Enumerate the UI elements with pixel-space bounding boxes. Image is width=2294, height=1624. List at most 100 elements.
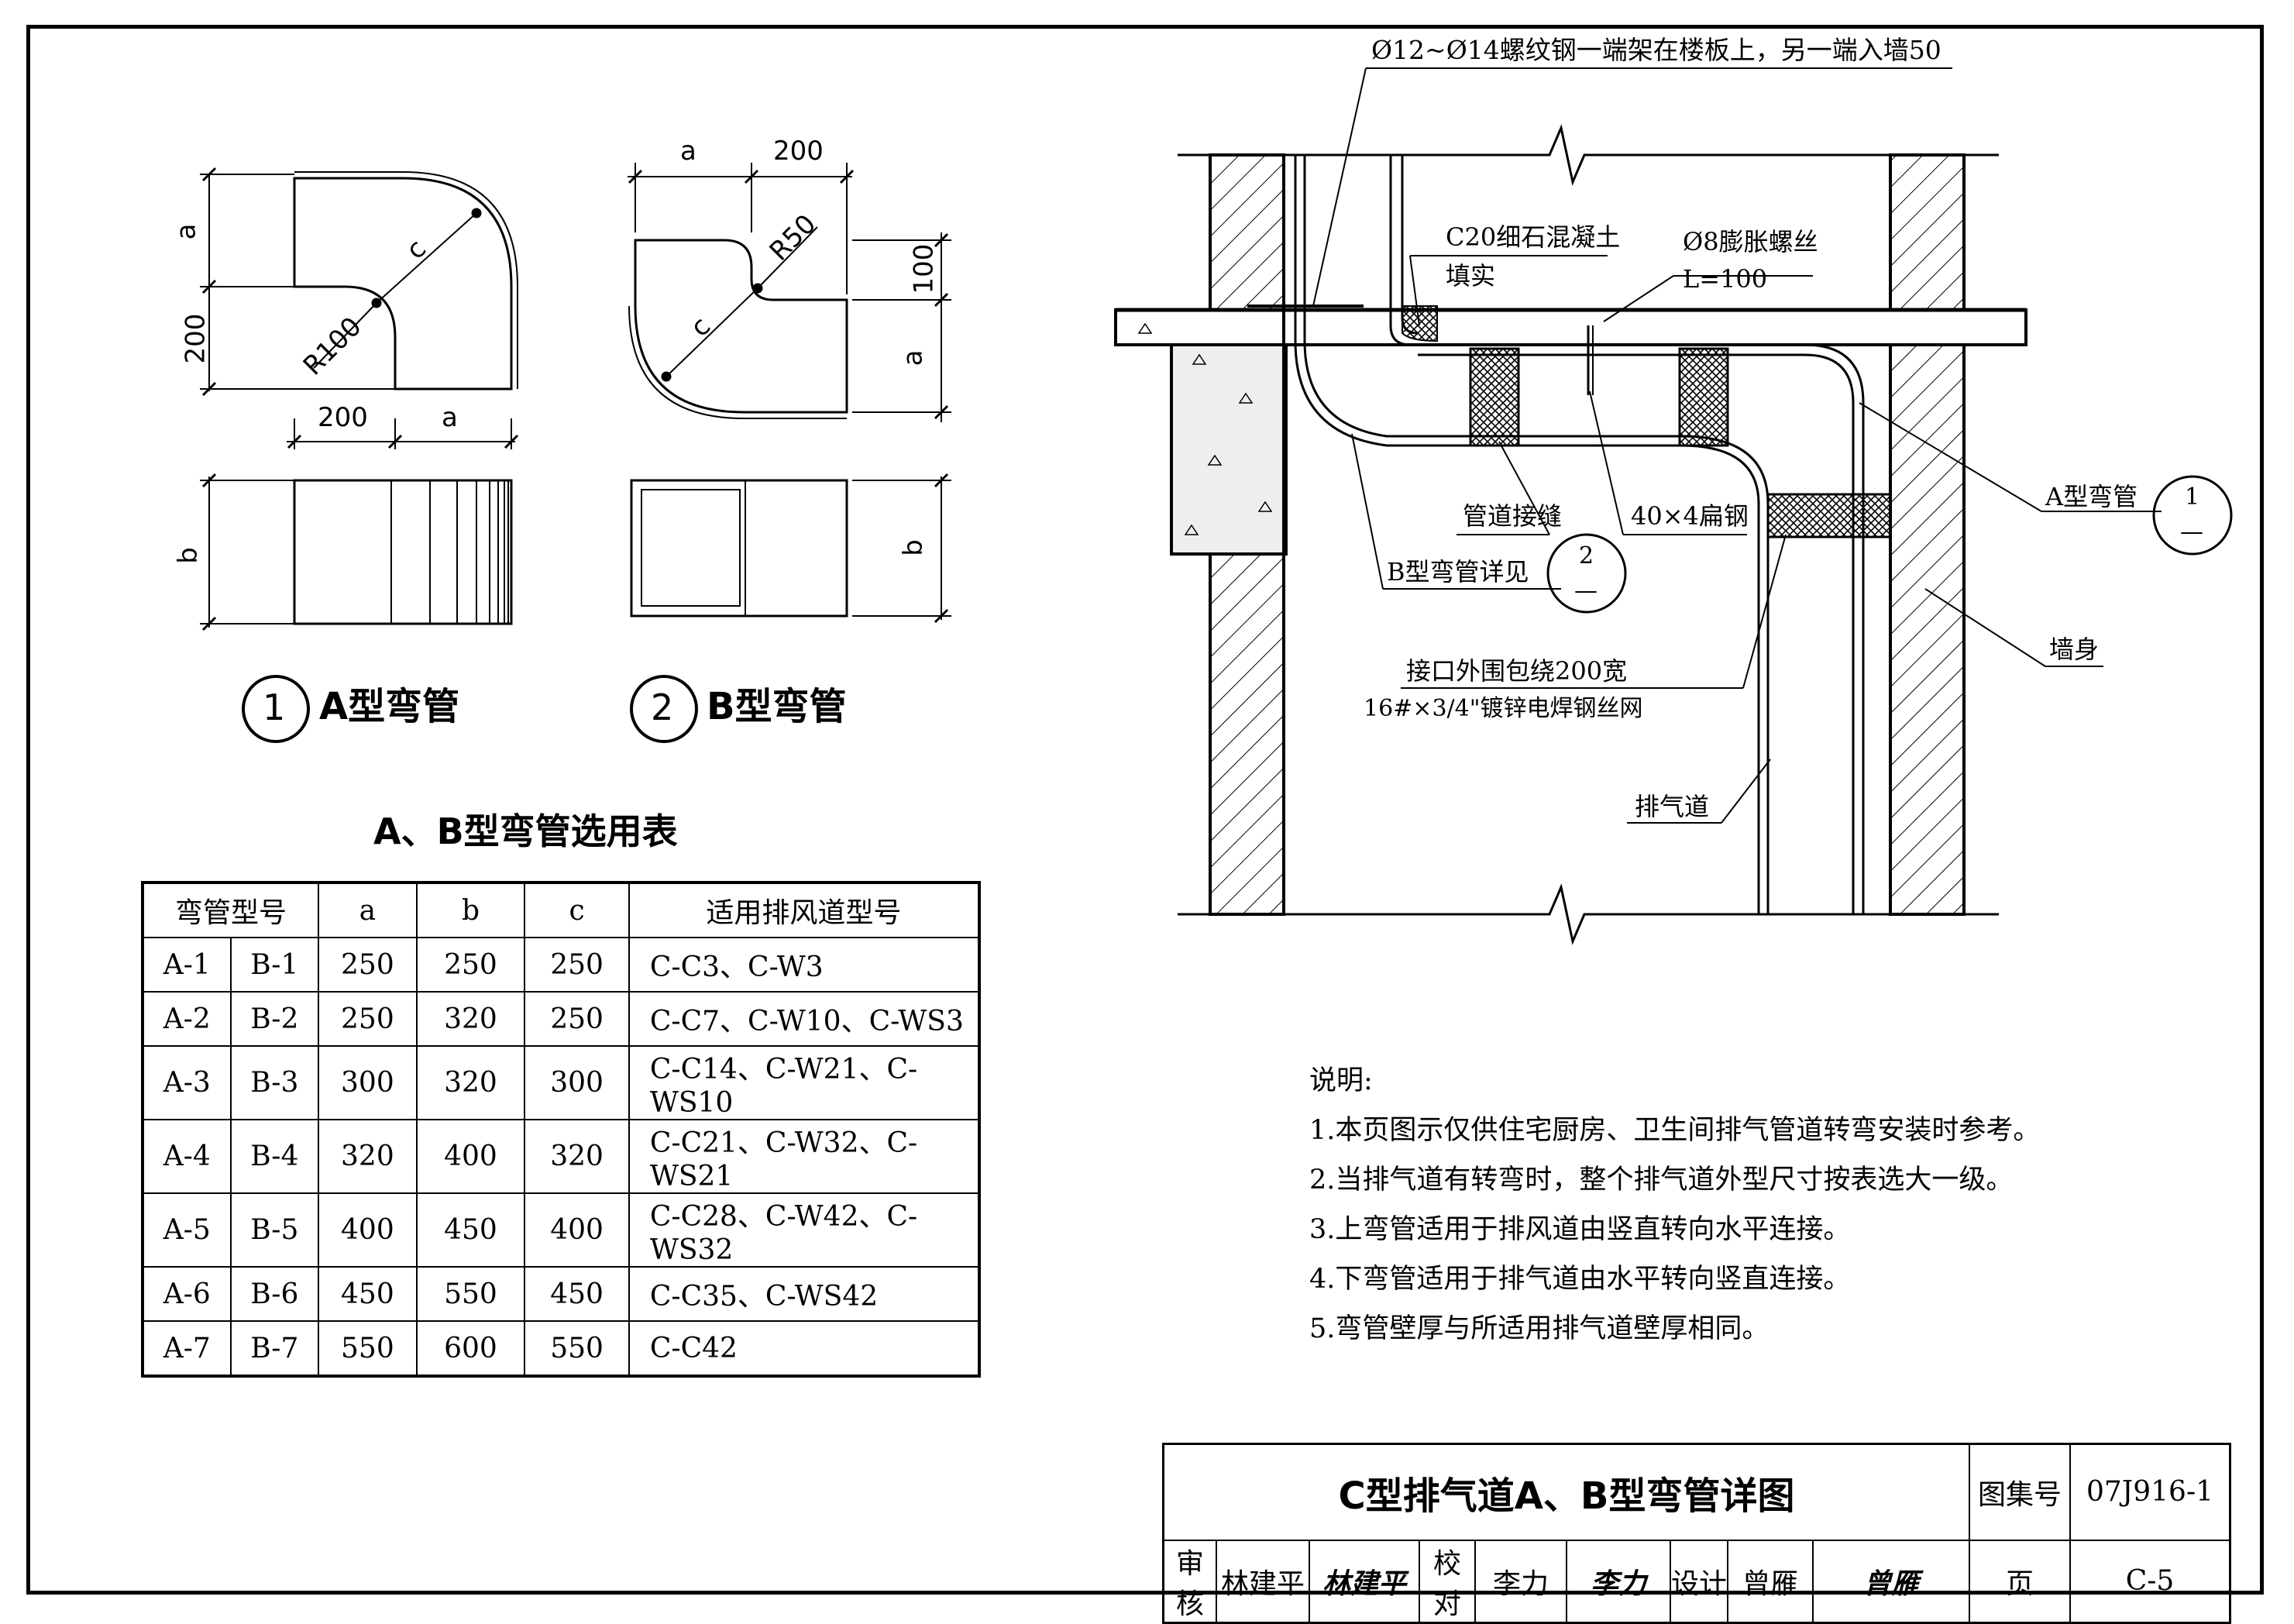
- checker-name: 李力: [1474, 1539, 1567, 1623]
- cell-c: 450: [524, 1266, 630, 1322]
- cell-c: 400: [524, 1192, 630, 1268]
- cell-c: 320: [524, 1119, 630, 1194]
- cell-a-model: A-6: [142, 1266, 232, 1322]
- rebar-note: Ø12~Ø14螺纹钢一端架在楼板上，另一端入墙50: [1371, 35, 1941, 65]
- cell-a-model: A-7: [142, 1320, 232, 1377]
- header-b: b: [415, 882, 526, 938]
- pipe-joint-label: 管道接缝: [1463, 501, 1563, 531]
- dim-b-b: b: [897, 539, 929, 556]
- detail-1-circle: [242, 675, 310, 743]
- detail-2-title: B型弯管: [707, 685, 847, 728]
- ref1-top: 1: [2185, 483, 2200, 511]
- b-bend-ref-label: B型弯管详见: [1387, 557, 1529, 587]
- reviewer-signature: 林建平: [1309, 1539, 1420, 1623]
- cell-c: 250: [524, 991, 630, 1047]
- dim-a-right-b: a: [897, 349, 929, 366]
- cell-b-model: B-5: [229, 1192, 320, 1268]
- dim-100: 100: [908, 243, 940, 294]
- cell-applicable: C-C28、C-W42、C-WS32: [628, 1192, 981, 1268]
- cell-applicable: C-C42: [628, 1320, 981, 1377]
- detail-2-circle: [630, 675, 698, 743]
- reviewer-name: 林建平: [1216, 1539, 1310, 1623]
- exhaust-duct-label: 排气道: [1635, 792, 1710, 821]
- atlas-number: 07J916-1: [2069, 1443, 2231, 1541]
- wrap-label-2: 16#×3/4"镀锌电焊钢丝网: [1364, 695, 1643, 722]
- notes-block: 说明: 1.本页图示仅供住宅厨房、卫生间排气管道转弯安装时参考。 2.当排气道有…: [1309, 1058, 2040, 1356]
- cell-a-model: A-4: [142, 1119, 232, 1194]
- cell-b-model: B-3: [229, 1045, 320, 1120]
- cell-b: 600: [415, 1320, 526, 1377]
- cell-applicable: C-C21、C-W32、C-WS21: [628, 1119, 981, 1194]
- concrete-label-1: C20细石混凝土: [1446, 222, 1621, 252]
- dim-b: b: [172, 547, 204, 564]
- note-item: 2.当排气道有转弯时，整个排气道外型尺寸按表选大一级。: [1309, 1165, 2014, 1196]
- wall-label: 墙身: [2049, 635, 2100, 664]
- note-item: 1.本页图示仅供住宅厨房、卫生间排气管道转弯安装时参考。: [1309, 1115, 2041, 1146]
- design-label: 设计: [1670, 1539, 1728, 1623]
- cell-applicable: C-C7、C-W10、C-WS3: [628, 991, 981, 1047]
- cell-a-model: A-2: [142, 991, 232, 1047]
- check-label: 校对: [1419, 1539, 1476, 1623]
- ref2-bottom: —: [1574, 577, 1598, 604]
- header-model: 弯管型号: [141, 882, 320, 938]
- page-label: 页: [1969, 1539, 2071, 1623]
- cell-a: 450: [318, 1266, 418, 1322]
- header-c: c: [524, 882, 630, 938]
- header-applicable: 适用排风道型号: [628, 882, 981, 938]
- cell-c: 250: [524, 937, 630, 993]
- cell-b: 320: [415, 991, 526, 1047]
- notes-heading: 说明:: [1309, 1065, 1373, 1096]
- detail-b-bend-elevation: [630, 473, 951, 624]
- a-bend-label: A型弯管: [2045, 482, 2138, 511]
- detail-1-number: 1: [263, 686, 286, 728]
- note-item: 4.下弯管适用于排气道由水平转向竖直连接。: [1309, 1264, 1851, 1295]
- cell-a-model: A-3: [142, 1045, 232, 1120]
- ref2-top: 2: [1579, 542, 1594, 569]
- cell-applicable: C-C35、C-WS42: [628, 1266, 981, 1322]
- table-row: A-7 B-7 550 600 550 C-C42: [142, 1320, 981, 1377]
- cell-b: 550: [415, 1266, 526, 1322]
- cell-applicable: C-C14、C-W21、C-WS10: [628, 1045, 981, 1120]
- drawing-title: C型排气道A、B型弯管详图: [1162, 1443, 1970, 1541]
- drawing-frame: [26, 25, 2264, 1595]
- dim-200-top-b: 200: [773, 136, 824, 167]
- cell-b: 250: [415, 937, 526, 993]
- header-a: a: [318, 882, 418, 938]
- dim-a-top: a: [170, 223, 202, 240]
- dim-a-top-b: a: [680, 136, 696, 167]
- cell-a: 400: [318, 1192, 418, 1268]
- detail-b-bend-plan: [628, 163, 951, 422]
- cell-a: 250: [318, 937, 418, 993]
- cell-a-model: A-1: [142, 937, 232, 993]
- table-row: A-1 B-1 250 250 250 C-C3、C-W3: [142, 937, 981, 993]
- detail-a-bend-elevation: [200, 473, 513, 631]
- cell-b: 320: [415, 1045, 526, 1120]
- cell-a: 550: [318, 1320, 418, 1377]
- review-label: 审核: [1162, 1539, 1217, 1623]
- detail-a-bend-plan: [200, 167, 519, 449]
- cell-b-model: B-4: [229, 1119, 320, 1194]
- table-row: A-5 B-5 400 450 400 C-C28、C-W42、C-WS32: [142, 1192, 981, 1268]
- designer-name: 曾雁: [1727, 1539, 1814, 1623]
- wrap-label-1: 接口外围包绕200宽: [1406, 656, 1628, 686]
- cell-a-model: A-5: [142, 1192, 232, 1268]
- table-row: A-6 B-6 450 550 450 C-C35、C-WS42: [142, 1266, 981, 1322]
- checker-signature: 李力: [1566, 1539, 1671, 1623]
- dim-a-bottom: a: [442, 402, 458, 433]
- cell-b-model: B-2: [229, 991, 320, 1047]
- concrete-label-2: 填实: [1446, 261, 1496, 291]
- page-number: C-5: [2069, 1539, 2231, 1623]
- cell-c: 550: [524, 1320, 630, 1377]
- cell-a: 300: [318, 1045, 418, 1120]
- detail-1-title: A型弯管: [319, 685, 460, 728]
- cell-b-model: B-1: [229, 937, 320, 993]
- atlas-label: 图集号: [1969, 1443, 2071, 1541]
- cell-a: 250: [318, 991, 418, 1047]
- detail-2-number: 2: [651, 686, 674, 728]
- title-block: C型排气道A、B型弯管详图 图集号 07J916-1 审核 林建平 林建平 校对…: [1162, 1443, 2231, 1624]
- note-item: 5.弯管壁厚与所适用排气道壁厚相同。: [1309, 1313, 1770, 1344]
- table-row: A-2 B-2 250 320 250 C-C7、C-W10、C-WS3: [142, 991, 981, 1047]
- section-drawing: [1114, 67, 2233, 945]
- selection-table: 弯管型号 a b c 适用排风道型号 A-1 B-1 250 250 250 C…: [141, 881, 981, 1378]
- cell-b: 400: [415, 1119, 526, 1194]
